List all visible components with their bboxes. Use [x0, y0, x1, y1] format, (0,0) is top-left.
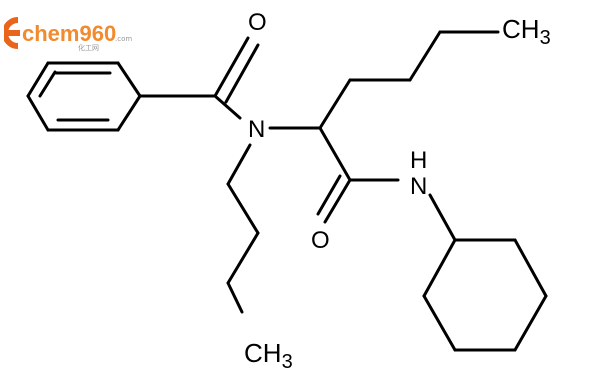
bond: [428, 193, 457, 242]
logo-brand-text: chem960: [22, 21, 116, 46]
atom-o-mid: O: [311, 227, 330, 254]
cyclohexane-ring: [422, 238, 548, 352]
atom-ch3-bottom: CH3: [244, 338, 293, 373]
bond: [408, 30, 442, 82]
bond: [226, 281, 244, 314]
bond: [226, 143, 252, 186]
bond: [316, 174, 342, 216]
bond: [116, 94, 142, 132]
bond: [224, 43, 260, 104]
bond: [213, 94, 242, 120]
bond: [323, 178, 352, 224]
logo-suffix-text: .com: [115, 35, 132, 43]
bond: [422, 294, 457, 352]
bond: [26, 94, 50, 132]
bond: [26, 61, 50, 98]
atom-ch3-top: CH3: [502, 14, 551, 49]
bond: [226, 231, 260, 285]
bond: [513, 294, 548, 352]
atom-n-amide: N: [248, 116, 265, 143]
bond: [116, 61, 142, 98]
bond: [422, 238, 457, 298]
bond: [38, 70, 57, 98]
atom-nh-n: N: [410, 173, 427, 200]
atom-nh-h: H: [410, 147, 427, 174]
atom-o-top: O: [248, 9, 267, 36]
bond: [318, 78, 352, 130]
logo-tagline-text: 化工网: [78, 43, 99, 52]
bond: [226, 182, 260, 235]
logo-c-mark-icon: [4, 17, 20, 49]
chem960-logo: chem960 .com 化工网: [4, 17, 132, 52]
benzene-ring: [26, 61, 142, 132]
bond: [213, 36, 250, 98]
bond: [513, 238, 548, 298]
bond: [318, 126, 352, 182]
